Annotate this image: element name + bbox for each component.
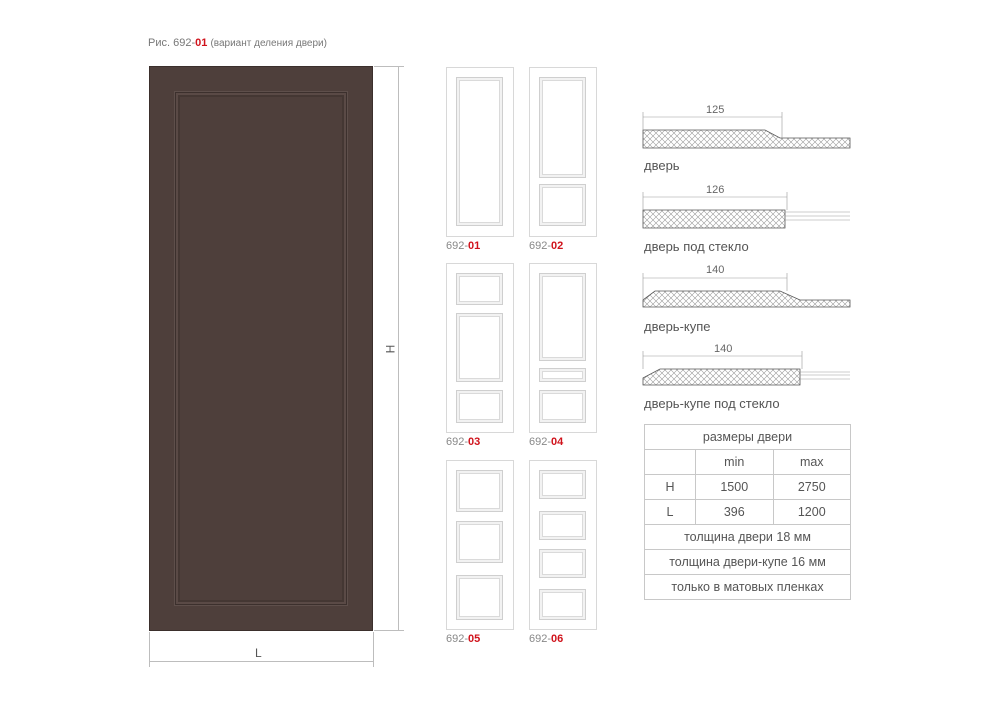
variant-label-04: 692-04: [529, 436, 564, 448]
door-variant-06: [529, 460, 597, 630]
profile-label-door: дверь: [644, 158, 680, 173]
variant-label-02: 692-02: [529, 240, 564, 252]
size-table-title: размеры двери: [644, 424, 851, 450]
door-variant-panel: [456, 273, 503, 305]
width-symbol: L: [255, 646, 262, 660]
door-variant-panel: [456, 77, 503, 226]
door-variant-panel: [456, 521, 503, 563]
door-variant-02: [529, 67, 597, 237]
door-variant-panel: [539, 390, 586, 423]
size-table-min: 396: [695, 499, 774, 525]
door-variant-panel: [539, 273, 586, 361]
variant-label-03: 692-03: [446, 436, 481, 448]
profile-label-sliding-door: дверь-купе: [644, 319, 711, 334]
profile-sliding-door-glass: [642, 368, 801, 386]
profile-dim-sliding-door-glass: 140: [714, 343, 733, 355]
caption-note: (вариант деления двери): [210, 38, 327, 49]
size-table-empty-header: [644, 449, 696, 475]
height-dimension-tick-bottom: [374, 630, 404, 631]
size-table-max-header: max: [772, 449, 851, 475]
variant-label-01: 692-01: [446, 240, 481, 252]
width-dimension-line: [149, 661, 374, 662]
size-table-note: только в матовых пленках: [644, 574, 851, 600]
width-dimension-tick-left: [149, 632, 150, 667]
profile-door: [642, 129, 851, 149]
height-dimension-tick-top: [374, 66, 404, 67]
caption-prefix: Рис. 692-: [148, 37, 196, 49]
profile-label-door-glass: дверь под стекло: [644, 239, 749, 254]
profile-sliding-door: [642, 290, 851, 308]
figure-caption: Рис. 692-01 (вариант деления двери): [148, 37, 327, 49]
variant-label-06: 692-06: [529, 633, 564, 645]
profile-dim-door: 125: [706, 104, 725, 116]
size-table-note: толщина двери 18 мм: [644, 524, 851, 550]
door-variant-panel: [539, 368, 586, 382]
size-table-row-name: H: [644, 474, 696, 500]
profile-label-sliding-door-glass: дверь-купе под стекло: [644, 396, 780, 411]
size-table-max: 1200: [772, 499, 851, 525]
size-table-min: 1500: [695, 474, 774, 500]
profile-sections-drawing: [642, 112, 851, 386]
door-variant-01: [446, 67, 514, 237]
door-variant-panel: [539, 589, 586, 620]
variant-label-05: 692-05: [446, 633, 481, 645]
size-table-note: толщина двери-купе 16 мм: [644, 549, 851, 575]
door-variant-panel: [539, 184, 586, 226]
size-table-max: 2750: [772, 474, 851, 500]
caption-code: 01: [195, 37, 208, 49]
door-variant-05: [446, 460, 514, 630]
door-variant-04: [529, 263, 597, 433]
door-raised-panel: [175, 92, 347, 605]
door-variant-panel: [456, 390, 503, 423]
door-variant-panel: [456, 313, 503, 382]
height-symbol: H: [383, 344, 398, 354]
profile-door-glass: [642, 209, 786, 229]
profile-dim-sliding-door: 140: [706, 264, 725, 276]
door-variant-panel: [539, 77, 586, 178]
size-table-min-header: min: [695, 449, 774, 475]
door-variant-panel: [539, 470, 586, 499]
door-variant-panel: [456, 575, 503, 620]
main-door-illustration: [149, 66, 373, 631]
door-size-table: размеры двери min max H 1500 2750 L 396 …: [644, 424, 851, 600]
height-dimension-line: [398, 66, 399, 631]
profile-dim-door-glass: 126: [706, 184, 725, 196]
door-variant-panel: [539, 511, 586, 540]
door-variant-panel: [539, 549, 586, 578]
size-table-row-name: L: [644, 499, 696, 525]
width-dimension-tick-right: [373, 632, 374, 667]
door-variant-03: [446, 263, 514, 433]
door-variant-panel: [456, 470, 503, 512]
